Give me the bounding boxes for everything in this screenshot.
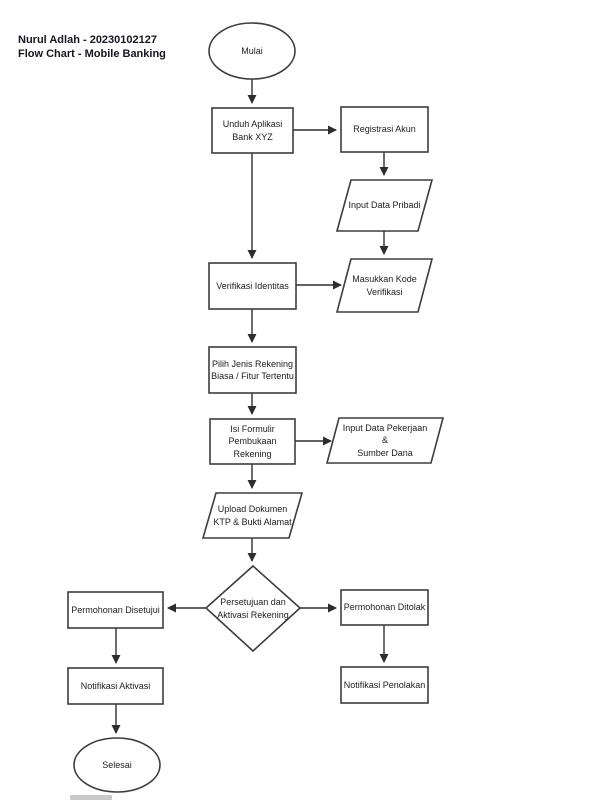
process-formulir-shape <box>209 418 296 465</box>
io-pekerjaan-shape <box>325 417 445 464</box>
io-kode-shape <box>335 258 434 313</box>
bottom-edge-artifact <box>70 795 112 800</box>
terminator-selesai-shape <box>73 737 161 793</box>
process-registrasi-shape <box>340 106 429 153</box>
process-notif-penolakan-shape <box>340 666 429 704</box>
terminator-mulai-shape <box>208 22 296 80</box>
page-title: Nurul Adlah - 20230102127 Flow Chart - M… <box>18 33 166 61</box>
author-line: Nurul Adlah - 20230102127 <box>18 34 157 46</box>
chart-title-line: Flow Chart - Mobile Banking <box>18 48 166 60</box>
process-verifikasi-shape <box>208 262 297 310</box>
decision-persetujuan-shape <box>204 564 302 653</box>
process-disetujui-shape <box>67 591 164 629</box>
io-input-pribadi-shape <box>335 179 434 232</box>
process-unduh-shape <box>211 107 294 154</box>
process-ditolak-shape <box>340 589 429 626</box>
process-notif-aktivasi-shape <box>67 667 164 705</box>
process-pilih-shape <box>208 346 297 394</box>
io-upload-shape <box>201 492 304 539</box>
